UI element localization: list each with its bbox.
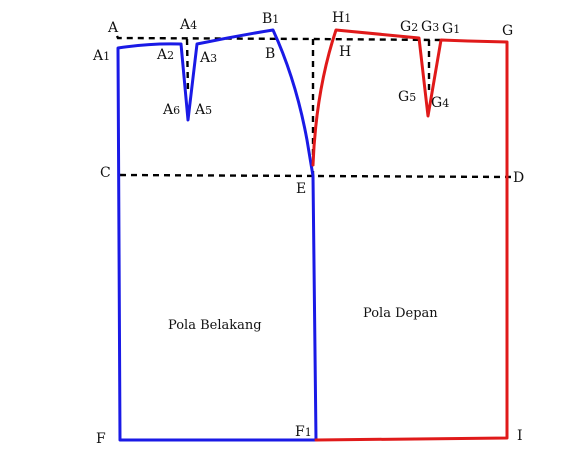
point-label-c: C <box>100 165 111 181</box>
back-pattern-label: Pola Belakang <box>168 318 262 333</box>
point-label-b1: B1 <box>262 11 279 27</box>
point-label-a3: A3 <box>199 50 217 66</box>
front-pattern-outline <box>311 28 509 442</box>
point-label-f: F <box>96 431 106 447</box>
point-label-g3: G3 <box>421 19 439 35</box>
point-label-a2: A2 <box>156 47 174 63</box>
point-label-g5: G5 <box>398 89 416 105</box>
point-label-h: H <box>339 44 351 60</box>
front-pattern-label: Pola Depan <box>363 306 438 321</box>
point-label-i: I <box>517 428 523 444</box>
point-label-a6: A6 <box>162 102 180 118</box>
guide-dart-a4 <box>185 38 190 93</box>
guide-c-d-line <box>119 173 513 179</box>
point-label-g4: G4 <box>431 95 449 111</box>
point-label-b: B <box>265 46 275 62</box>
point-label-f1: F1 <box>295 424 312 440</box>
point-label-d: D <box>513 170 524 186</box>
point-label-g2: G2 <box>400 19 418 35</box>
point-label-a4: A4 <box>179 17 197 33</box>
point-label-g1: G1 <box>442 21 460 37</box>
point-label-a5: A5 <box>194 102 212 118</box>
guide-top-line <box>115 35 441 42</box>
back-pattern-outline <box>116 28 318 442</box>
point-label-e: E <box>296 181 306 197</box>
point-label-a: A <box>107 20 119 36</box>
point-label-g: G <box>502 23 513 39</box>
point-label-h1: H1 <box>332 10 351 26</box>
point-label-a1: A1 <box>92 48 110 64</box>
